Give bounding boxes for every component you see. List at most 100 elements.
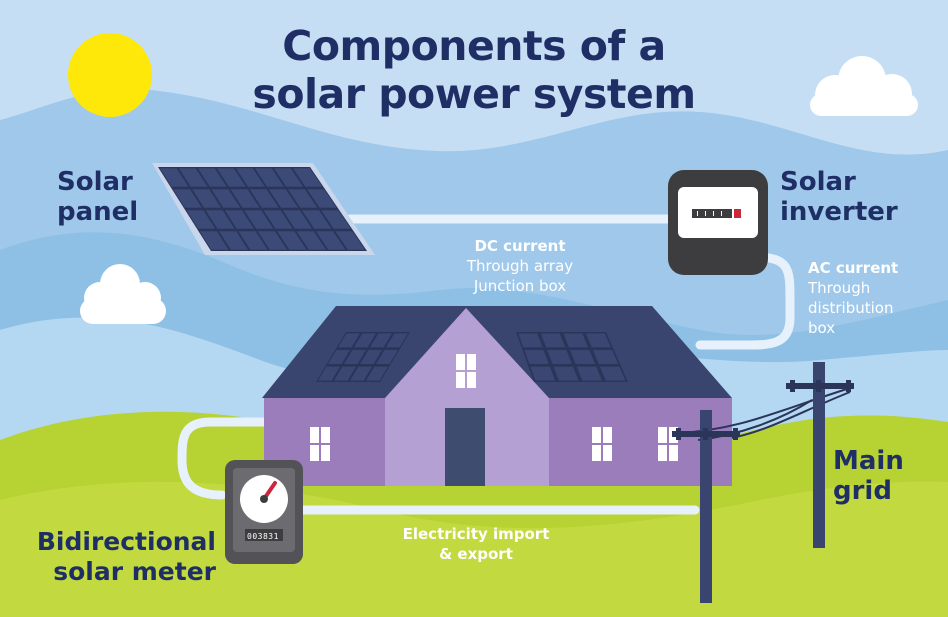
bidirectional-meter-label-line-1: Bidirectional (36, 527, 216, 556)
meter-readout: 003831 (247, 532, 279, 541)
house-gable (385, 308, 549, 486)
ac-current-heading: AC current (808, 259, 899, 277)
roof-panel-cell (547, 350, 572, 364)
dc-current-line-2: Junction box (473, 277, 567, 295)
panel-cell (335, 231, 365, 250)
solar-inverter-icon (668, 170, 768, 275)
main-grid-label-line-2: grid (833, 476, 892, 506)
panel-cell (159, 168, 189, 187)
roof-panel-cell (328, 350, 350, 364)
door (445, 408, 485, 486)
sun-icon (68, 33, 152, 117)
roof-panel-cell (376, 350, 398, 364)
import-export-line-2: & export (439, 545, 513, 563)
solar-panel-label-line-2: panel (57, 197, 139, 227)
roof-panel-cell (354, 333, 376, 348)
panel-cell (211, 189, 241, 208)
panel-cell (292, 168, 323, 187)
panel-cell (186, 210, 216, 229)
panel-cell (273, 168, 304, 187)
roof-panel-cell (599, 366, 626, 381)
meter-loop-connector (177, 417, 273, 500)
dc-current-note: DC current Through array Junction box (430, 236, 610, 296)
roof-panel-cell (570, 350, 596, 364)
roof-panel-cell (386, 333, 408, 348)
roof-panel-cell (370, 333, 392, 348)
import-export-note: Electricity import & export (378, 524, 574, 564)
solar-inverter-label: Solar inverter (780, 167, 898, 227)
panel-cell (219, 231, 249, 250)
cloud-icon-right (810, 56, 918, 116)
ac-current-line-2: distribution (808, 299, 894, 317)
dc-current-heading: DC current (474, 237, 566, 255)
bidirectional-meter-label: Bidirectional solar meter (20, 527, 216, 587)
roof-panel-cell (530, 366, 556, 381)
solar-panel-label: Solar panel (57, 167, 138, 227)
solar-inverter-label-line-2: inverter (780, 197, 898, 227)
panel-cell (244, 210, 274, 229)
panel-cell (296, 231, 326, 250)
title-line-1: Components of a (282, 22, 666, 70)
panel-cell (235, 168, 265, 187)
panel-cell (224, 210, 254, 229)
grid-pole-front (672, 410, 740, 603)
dc-current-line-1: Through array (466, 257, 574, 275)
bidirectional-meter-icon (225, 460, 303, 564)
roof-panel-cell (540, 333, 566, 348)
ac-current-note: AC current Through distribution box (808, 258, 946, 338)
solar-panel-label-line-1: Solar (57, 167, 133, 197)
panel-cell (216, 168, 246, 187)
panel-cell (238, 231, 268, 250)
main-grid-label: Main grid (833, 446, 904, 506)
solar-panel-icon (152, 163, 375, 255)
panel-cell (230, 189, 260, 208)
roof-panel-cell (318, 366, 340, 381)
page-title: Components of a solar power system (0, 22, 948, 118)
roof-panel-cell (344, 350, 366, 364)
sky-light-band (0, 0, 948, 155)
roof-panel-cell (518, 333, 543, 348)
panel-cell (254, 168, 285, 187)
title-line-2: solar power system (252, 70, 696, 118)
panel-cell (277, 231, 307, 250)
ac-current-line-1: Through (808, 279, 871, 297)
panel-cell (192, 189, 222, 208)
roof-panel-cell (524, 350, 549, 364)
panel-cell (257, 231, 288, 250)
panel-cell (268, 189, 299, 208)
panel-cell (282, 210, 312, 229)
bidirectional-meter-label-line-2: solar meter (53, 557, 216, 586)
cloud-icon-left (80, 264, 166, 324)
panel-cell (199, 231, 229, 250)
grid-pole-back (786, 362, 854, 548)
ac-current-line-3: box (808, 319, 836, 337)
panel-cell (197, 168, 227, 187)
main-grid-label-line-1: Main (833, 446, 904, 476)
roof-panel-cell (592, 350, 619, 364)
panel-cell (316, 231, 346, 250)
panel-cell (263, 210, 293, 229)
roof-panel-cell (553, 366, 579, 381)
panel-cell (249, 189, 279, 208)
panel-cell (205, 210, 235, 229)
panel-cell (287, 189, 318, 208)
roof-panel-cell (350, 366, 372, 381)
roof-panel-cell (338, 333, 360, 348)
house-illustration (262, 306, 732, 486)
solar-inverter-label-line-1: Solar (780, 167, 856, 197)
import-export-line-1: Electricity import (402, 525, 550, 543)
panel-cell (321, 210, 351, 229)
roof-panel-cell (563, 333, 589, 348)
ac-connector (695, 252, 795, 350)
roof-panel-cell (585, 333, 611, 348)
roof-panel-cell (360, 350, 382, 364)
panel-cell (173, 189, 202, 208)
panel-cell (307, 189, 337, 208)
panel-cell (178, 168, 208, 187)
roof-panel-cell (334, 366, 356, 381)
panel-cell (301, 210, 332, 229)
roof-panel-cell (576, 366, 603, 381)
roof-panel-cell (366, 366, 388, 381)
